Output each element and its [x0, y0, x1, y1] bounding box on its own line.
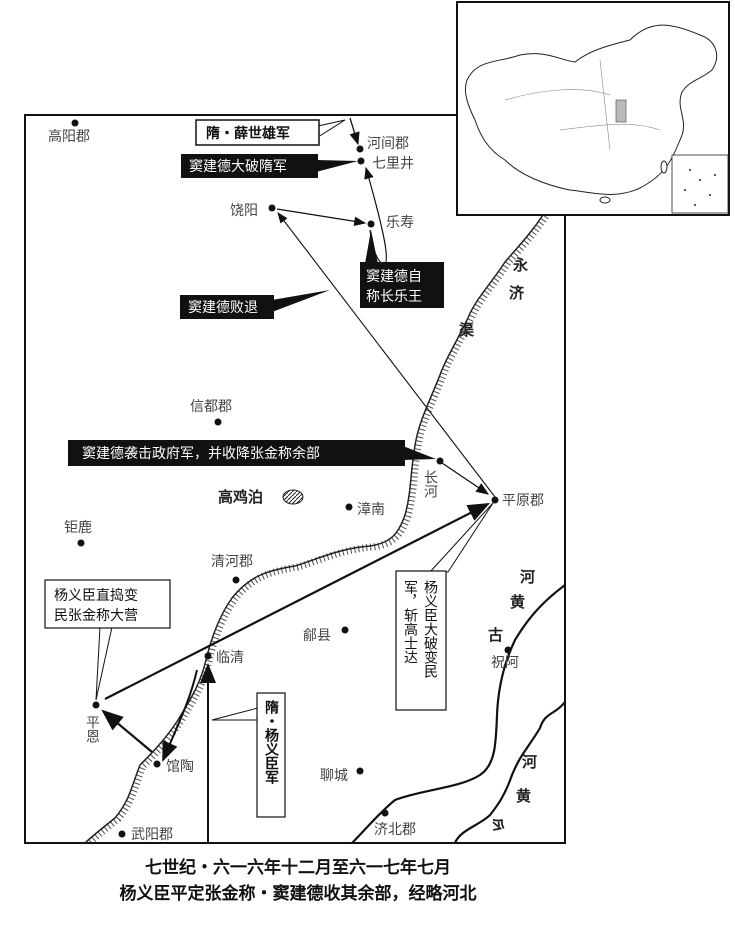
- current-yellow-river: [453, 701, 566, 844]
- place-julu: 钜鹿: [64, 519, 92, 536]
- callout-sui-yang: 隋・杨义臣军: [211, 692, 286, 818]
- place-gaojibo: 高鸡泊: [218, 488, 263, 506]
- callout-dou-king: 窦建德自 称长乐王: [360, 230, 444, 308]
- old-yellow-river-label-char: 河: [520, 568, 535, 586]
- old-yellow-river: [351, 584, 566, 844]
- callout-sui-xue: 隋・薛世雄军: [195, 119, 346, 146]
- place-shuxian: 鄃县: [303, 628, 331, 644]
- place-liaocheng: 聊城: [320, 768, 348, 784]
- svg-text:窦建德自: 窦建德自: [366, 269, 422, 285]
- yongji-canal: [84, 211, 551, 847]
- map-frame: [24, 114, 566, 844]
- place-qilijing: 七里井: [372, 156, 414, 172]
- svg-text:隋・杨义臣军: 隋・杨义臣军: [263, 699, 279, 785]
- place-pingen: 平恩: [84, 715, 100, 743]
- place-pingyuan: 平原郡: [502, 493, 544, 509]
- svg-text:称长乐王: 称长乐王: [366, 289, 422, 305]
- svg-text:窦建德大破隋军: 窦建德大破隋军: [189, 159, 287, 175]
- svg-text:窦建德袭击政府军，并收降张金称余部: 窦建德袭击政府军，并收降张金称余部: [82, 445, 320, 462]
- svg-text:军，斩高士达: 军，斩高士达: [402, 580, 418, 664]
- canal-label-char: 济: [509, 284, 525, 302]
- canal-label-char: 渠: [459, 321, 474, 339]
- callout-dou-retreat: 窦建德败退: [180, 290, 330, 319]
- canal-label-char: 永: [512, 256, 529, 274]
- callout-yang-defeat: 杨义臣大破变民 军，斩高士达: [395, 502, 494, 711]
- routes: [101, 117, 496, 843]
- place-qinghe: 清河郡: [211, 554, 253, 570]
- gaojibo-lake: [282, 489, 304, 505]
- callout-dou-attack: 窦建德袭击政府军，并收降张金称余部: [68, 440, 436, 466]
- old-yellow-river-label-char: 黄: [510, 593, 525, 611]
- svg-text:窦建德败退: 窦建德败退: [188, 300, 258, 316]
- inset-china-map: [456, 1, 730, 216]
- current-yellow-river-label-char: 黄: [516, 787, 531, 805]
- place-changhe: 长河: [422, 470, 438, 498]
- place-wuyang: 武阳郡: [131, 827, 173, 843]
- svg-text:隋・薛世雄军: 隋・薛世雄军: [206, 125, 290, 142]
- place-gaoyang: 高阳郡: [48, 128, 90, 145]
- place-leshou: 乐寿: [386, 214, 414, 231]
- place-zhua: 祝阿: [491, 655, 519, 671]
- old-yellow-river-label-char: 古: [488, 626, 503, 644]
- svg-text:杨义臣直捣变: 杨义臣直捣变: [54, 587, 138, 604]
- current-yellow-river-label-char: 河: [522, 753, 537, 771]
- place-jibei: 济北郡: [374, 822, 416, 838]
- place-guantao: 馆陶: [166, 759, 194, 775]
- callout-dou-defeat-sui: 窦建德大破隋军: [181, 154, 358, 178]
- map-title-line-2: 杨义臣平定张金称・窦建德收其余部，经略河北: [120, 883, 477, 904]
- place-linqing: 临清: [216, 650, 244, 666]
- callout-yang-camp: 杨义臣直捣变 民张金称大营: [44, 579, 171, 701]
- places: [71, 119, 512, 838]
- place-xindu: 信都郡: [190, 399, 232, 415]
- place-hejian: 河间郡: [367, 136, 409, 152]
- place-zhangnan: 漳南: [357, 501, 385, 518]
- place-raoyang: 饶阳: [230, 203, 258, 219]
- svg-text:民张金称大营: 民张金称大营: [54, 608, 138, 624]
- svg-text:杨义臣大破变民: 杨义臣大破变民: [422, 580, 438, 679]
- map-title-line-1: 七世纪・六一六年十二月至六一七年七月: [145, 857, 451, 878]
